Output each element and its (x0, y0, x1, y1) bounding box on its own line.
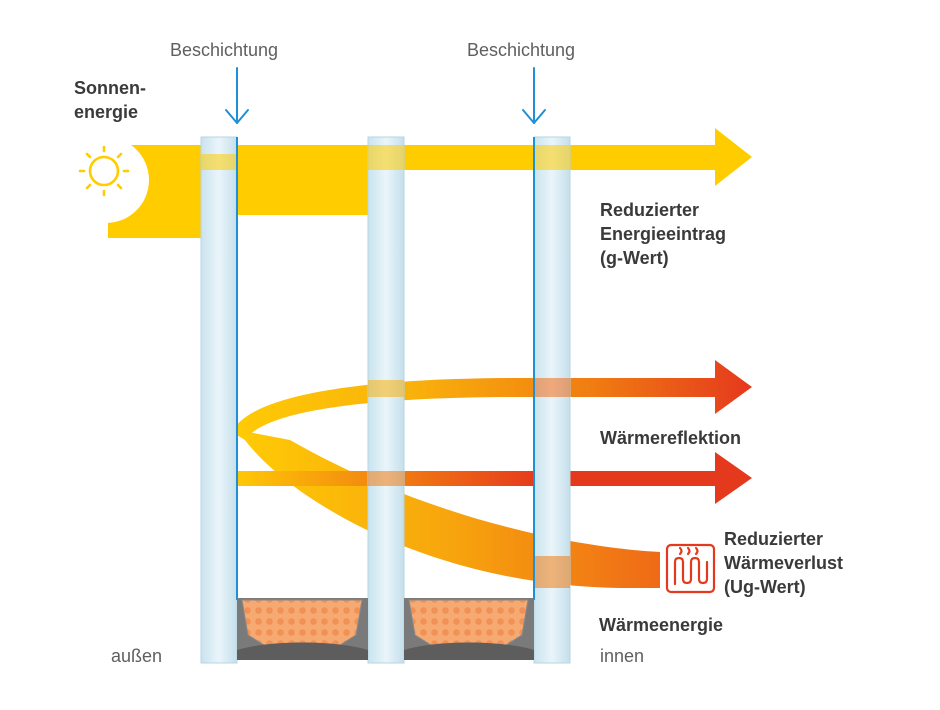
heat-flow-overlay (201, 145, 570, 588)
spacer-left (237, 598, 368, 660)
spacer-right (404, 598, 534, 660)
sun-energy-label: Sonnen- energie (74, 78, 146, 122)
arrow-down-icon (225, 67, 249, 124)
arrow-down-icon (522, 67, 546, 124)
sun-icon (78, 145, 130, 197)
reduced-energy-gain-label: Reduzierter Energieeintrag (g-Wert) (600, 200, 727, 268)
coating-label-left: Beschichtung (170, 40, 279, 60)
heat-reflection-label: Wärmereflektion (600, 428, 742, 448)
heat-flows (232, 360, 752, 588)
glass-pane-middle (367, 136, 405, 664)
outside-label: außen (111, 646, 163, 666)
radiator-icon (665, 543, 716, 594)
coating-lines (236, 137, 535, 600)
inside-label: innen (600, 646, 645, 666)
solar-energy-band (63, 128, 752, 238)
glass-pane-outer (200, 136, 238, 664)
reduced-heat-loss-label: Reduzierter Wärmeverlust (Ug-Wert) (724, 529, 844, 597)
heat-energy-label: Wärmeenergie (599, 615, 724, 635)
glass-panes (200, 136, 571, 664)
coating-label-right: Beschichtung (467, 40, 576, 60)
